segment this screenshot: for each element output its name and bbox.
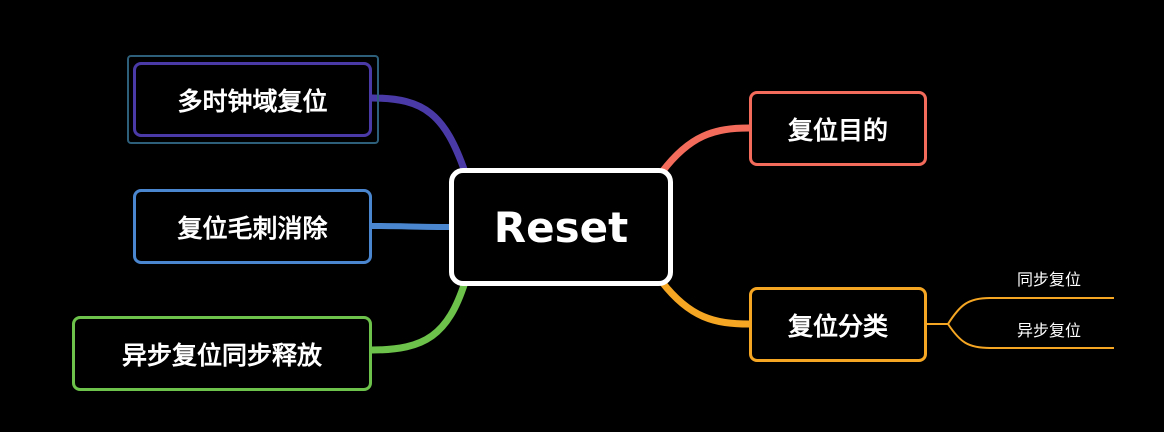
edge-async-sync xyxy=(368,278,469,354)
node-reset-category[interactable]: 复位分类 xyxy=(749,287,927,362)
edge-glitch xyxy=(369,223,455,230)
edge-purpose xyxy=(658,124,753,176)
node-multi-clock-reset[interactable]: 多时钟域复位 xyxy=(133,62,372,137)
node-label: 复位目的 xyxy=(787,115,888,145)
node-label: 复位毛刺消除 xyxy=(177,213,328,243)
node-label: 复位分类 xyxy=(787,311,888,341)
node-reset-purpose[interactable]: 复位目的 xyxy=(749,91,927,166)
edge-async-reset xyxy=(947,323,1114,349)
node-async-reset-sync-release[interactable]: 异步复位同步释放 xyxy=(72,316,372,391)
subnode-async-reset[interactable]: 异步复位 xyxy=(1017,321,1082,340)
edge-multi-clock xyxy=(368,94,469,176)
node-reset-glitch-removal[interactable]: 复位毛刺消除 xyxy=(133,189,372,264)
subnode-sync-reset[interactable]: 同步复位 xyxy=(1017,270,1082,289)
edge-sync-reset xyxy=(926,297,1114,325)
central-topic[interactable]: Reset xyxy=(449,168,673,286)
edge-category xyxy=(658,278,753,328)
central-topic-label: Reset xyxy=(493,202,629,252)
selection-frame xyxy=(127,55,379,144)
node-label: 多时钟域复位 xyxy=(177,86,328,116)
node-label: 异步复位同步释放 xyxy=(121,340,322,370)
